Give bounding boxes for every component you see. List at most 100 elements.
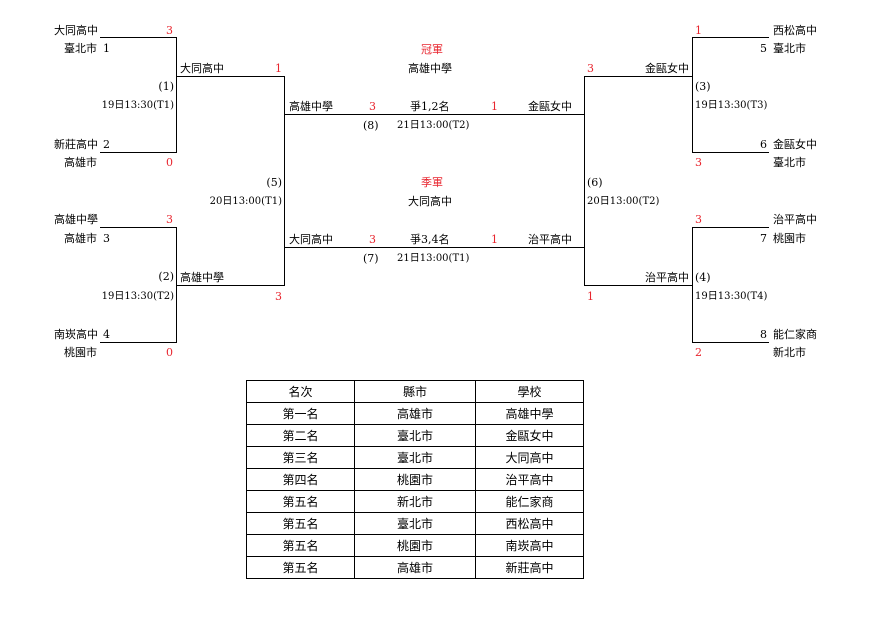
final-left-team: 高雄中學 <box>289 100 333 113</box>
match-time: 21日13:00(T2) <box>397 120 470 131</box>
bracket-line <box>692 342 769 343</box>
third-left-team: 大同高中 <box>289 233 333 246</box>
rank-cell: 第五名 <box>246 556 355 579</box>
match-score: 3 <box>587 62 594 75</box>
team-seed: 2 <box>103 138 110 151</box>
city-cell: 臺北市 <box>354 446 476 469</box>
tournament-bracket: 大同高中 3 臺北市 1 新莊高中 2 高雄市 0 高雄中學 3 高雄市 3 南… <box>54 24 817 359</box>
third-place-name: 大同高中 <box>408 195 452 208</box>
bracket-line <box>176 76 284 77</box>
match-time: 19日13:30(T2) <box>101 291 174 302</box>
match-number: (1) <box>158 80 174 93</box>
match-number: (3) <box>695 80 711 93</box>
city-cell: 臺北市 <box>354 424 476 447</box>
table-row: 第一名 高雄市 高雄中學 <box>246 402 584 425</box>
team-seed: 7 <box>760 232 767 245</box>
school-cell: 新莊高中 <box>475 556 584 579</box>
school-cell: 金甌女中 <box>475 424 584 447</box>
team-name: 大同高中 <box>54 24 98 37</box>
school-cell: 南崁高中 <box>475 534 584 557</box>
match-time: 19日13:30(T3) <box>695 100 768 111</box>
city-cell: 新北市 <box>354 490 476 513</box>
team-name: 新莊高中 <box>54 138 98 151</box>
match-number: (7) <box>363 252 379 265</box>
team-name: 南崁高中 <box>54 328 98 341</box>
match-number: (6) <box>587 176 603 189</box>
third-label: 爭3,4名 <box>410 233 450 246</box>
match-winner: 金甌女中 <box>645 62 689 75</box>
match-winner: 治平高中 <box>645 271 689 284</box>
table-row: 第二名 臺北市 金甌女中 <box>246 424 584 447</box>
match-winner: 大同高中 <box>180 62 224 75</box>
third-right-team: 治平高中 <box>528 233 572 246</box>
team-seed: 1 <box>103 42 110 55</box>
match-score: 3 <box>275 290 282 303</box>
bracket-line <box>584 285 692 286</box>
match-time: 19日13:30(T4) <box>695 291 768 302</box>
final-left-score: 3 <box>369 100 376 113</box>
team-city: 高雄市 <box>64 156 97 169</box>
team-score: 3 <box>166 213 173 226</box>
rank-cell: 第一名 <box>246 402 355 425</box>
city-cell: 桃園市 <box>354 534 476 557</box>
team-city: 新北市 <box>773 346 806 359</box>
match-number: (5) <box>266 176 282 189</box>
city-cell: 高雄市 <box>354 402 476 425</box>
bracket-line <box>100 152 176 153</box>
bracket-line <box>100 37 176 38</box>
bracket-line <box>176 285 284 286</box>
team-score: 3 <box>695 156 702 169</box>
champion-title: 冠軍 <box>421 43 443 56</box>
bracket-line <box>692 37 769 38</box>
team-city: 高雄市 <box>64 232 97 245</box>
bracket-line <box>692 152 769 153</box>
rank-cell: 第二名 <box>246 424 355 447</box>
bracket-line <box>584 76 692 77</box>
table-row: 第三名 臺北市 大同高中 <box>246 446 584 469</box>
team-score: 1 <box>695 24 702 37</box>
school-cell: 西松高中 <box>475 512 584 535</box>
team-city: 臺北市 <box>773 42 806 55</box>
team-score: 3 <box>166 24 173 37</box>
team-seed: 3 <box>103 232 110 245</box>
team-name: 治平高中 <box>773 213 817 226</box>
table-row: 第五名 新北市 能仁家商 <box>246 490 584 513</box>
bracket-line <box>692 227 693 343</box>
third-left-score: 3 <box>369 233 376 246</box>
team-score: 2 <box>695 346 702 359</box>
team-name: 金甌女中 <box>773 138 817 151</box>
team-name: 能仁家商 <box>773 328 817 341</box>
match-winner: 高雄中學 <box>180 271 224 284</box>
school-cell: 能仁家商 <box>475 490 584 513</box>
rank-cell: 第四名 <box>246 468 355 491</box>
table-row: 第五名 臺北市 西松高中 <box>246 512 584 535</box>
rank-cell: 第三名 <box>246 446 355 469</box>
third-right-score: 1 <box>491 233 498 246</box>
city-cell: 高雄市 <box>354 556 476 579</box>
bracket-line <box>692 227 769 228</box>
match-score: 1 <box>587 290 594 303</box>
rank-cell: 第五名 <box>246 490 355 513</box>
bracket-line <box>176 37 177 153</box>
team-seed: 4 <box>103 328 110 341</box>
school-cell: 治平高中 <box>475 468 584 491</box>
match-time: 20日13:00(T2) <box>587 196 660 207</box>
bracket-line <box>284 247 584 248</box>
team-name: 高雄中學 <box>54 213 98 226</box>
city-cell: 桃園市 <box>354 468 476 491</box>
school-cell: 大同高中 <box>475 446 584 469</box>
final-right-score: 1 <box>491 100 498 113</box>
match-score: 1 <box>275 62 282 75</box>
match-number: (4) <box>695 271 711 284</box>
team-city: 桃園市 <box>773 232 806 245</box>
bracket-line <box>284 76 285 286</box>
team-score: 0 <box>166 346 173 359</box>
column-header: 名次 <box>246 380 355 403</box>
table-row: 第四名 桃園市 治平高中 <box>246 468 584 491</box>
team-city: 臺北市 <box>64 42 97 55</box>
match-number: (2) <box>158 270 174 283</box>
table-row: 第五名 高雄市 新莊高中 <box>246 556 584 579</box>
rank-cell: 第五名 <box>246 512 355 535</box>
city-cell: 臺北市 <box>354 512 476 535</box>
final-label: 爭1,2名 <box>410 100 450 113</box>
